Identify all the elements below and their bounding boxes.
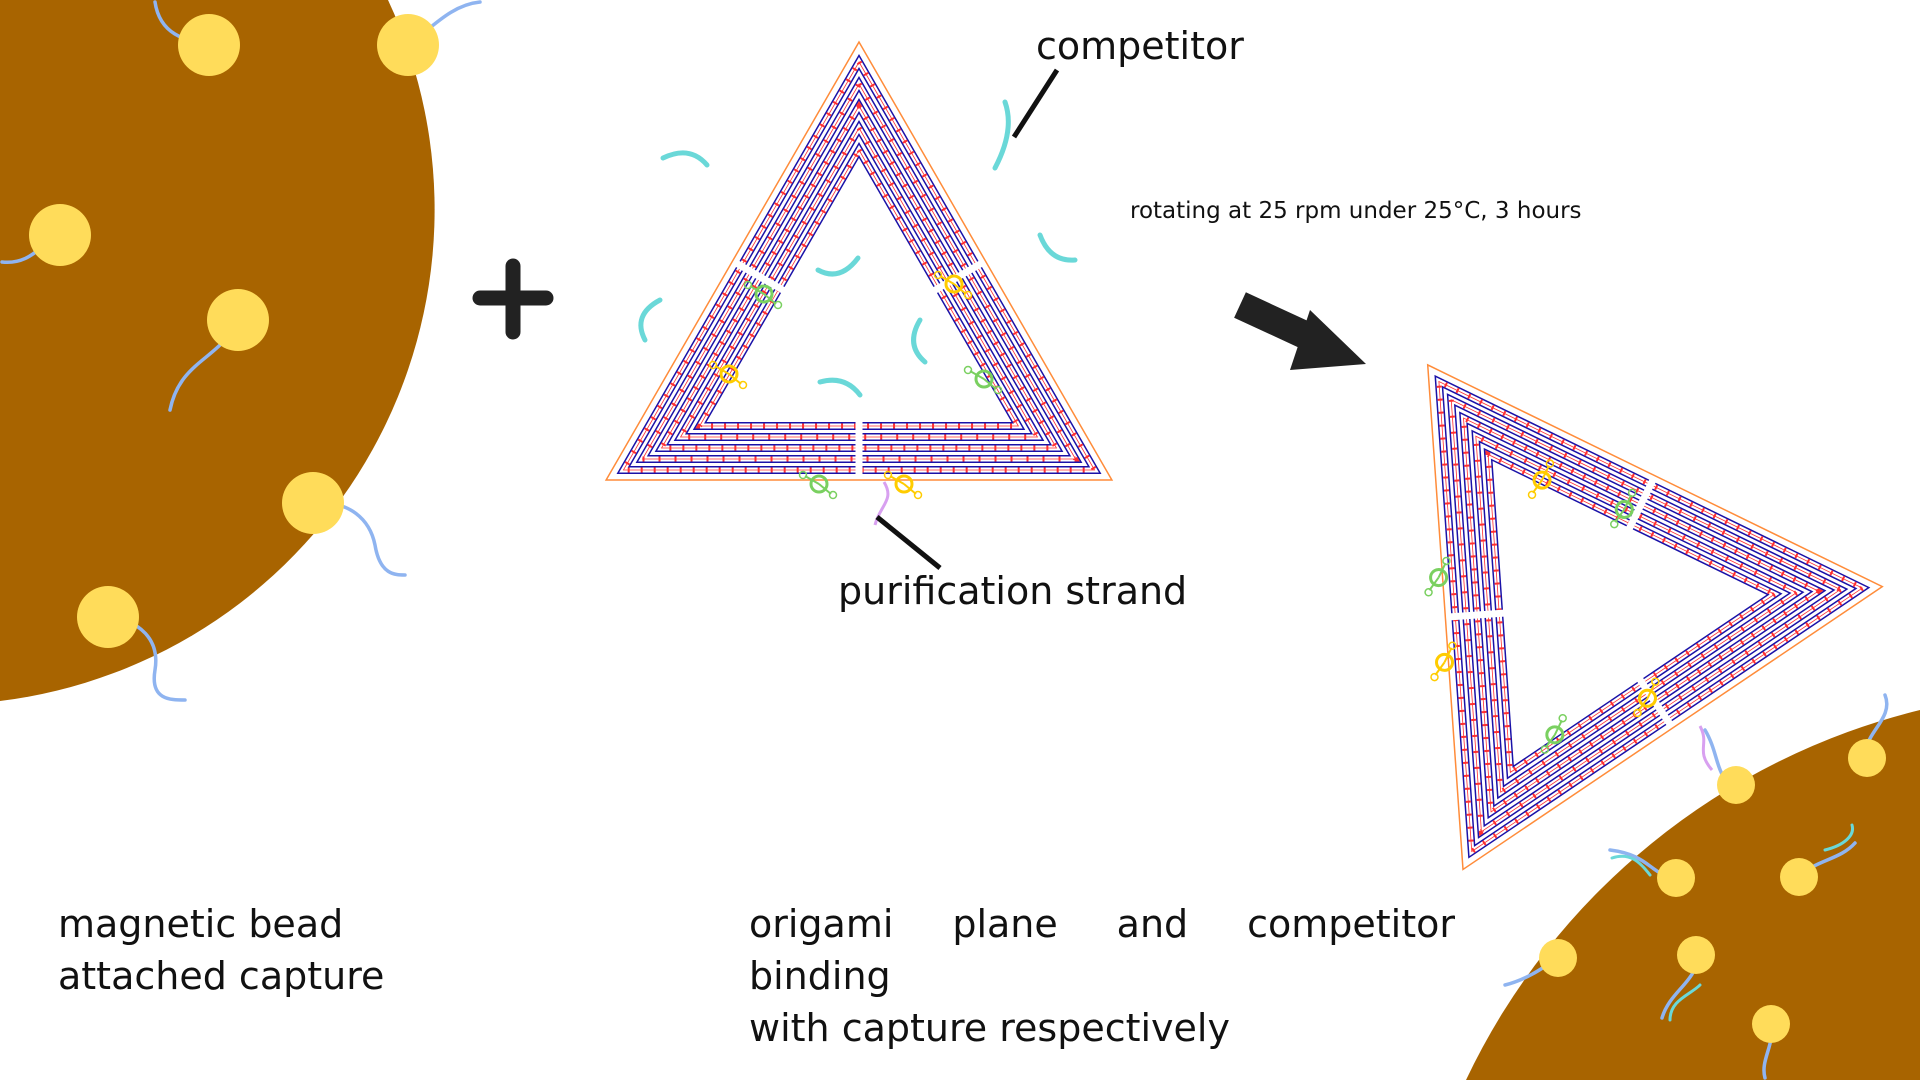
- competitor-strands-bound: [1610, 823, 1855, 1022]
- competitor-pointer-line: [1011, 68, 1060, 139]
- dna-origami-triangle-bound: [1424, 363, 1884, 871]
- aptamer: [1424, 556, 1451, 597]
- aptamer: [1610, 488, 1637, 529]
- origami-outline: [604, 40, 1114, 481]
- capture-dots-right: [1539, 739, 1886, 1043]
- capture-dots-left: [29, 14, 439, 648]
- aptamer: [883, 470, 923, 500]
- condition-label: rotating at 25 rpm under 25°C, 3 hours: [1130, 198, 1582, 224]
- purification-strand-label: purification strand: [838, 569, 1188, 613]
- purification-strand-bound: [1698, 725, 1714, 771]
- aptamer: [1430, 641, 1457, 682]
- magnetic-bead-right: [1466, 710, 1920, 1080]
- aptamer: [933, 270, 973, 300]
- scaffold-helix: [635, 75, 1083, 463]
- aptamer: [708, 360, 748, 390]
- staple-strand: [641, 83, 1077, 460]
- arrow-right-down-icon: [1234, 292, 1366, 370]
- caption-line: attached capture: [58, 954, 385, 998]
- purification-strand: [873, 481, 890, 526]
- caption-line: with capture respectively: [749, 1006, 1230, 1050]
- caption-line: origami plane and competitor binding: [749, 902, 1455, 998]
- aptamer: [1540, 713, 1567, 754]
- origami-seam: [1446, 609, 1512, 621]
- origami-seam: [1622, 475, 1658, 537]
- aptamer: [963, 365, 1003, 395]
- origami-seam: [731, 258, 792, 298]
- magnetic-bead-caption: magnetic bead attached capture: [58, 898, 384, 1002]
- purification-pointer-line: [875, 515, 942, 570]
- helix-fill: [1485, 450, 1780, 777]
- caption-line: magnetic bead: [58, 902, 344, 946]
- staple-crossovers: [1485, 450, 1780, 777]
- aptamer: [1633, 677, 1660, 718]
- aptamer: [798, 470, 838, 500]
- competitor-strands: [638, 99, 1078, 398]
- competitor-label: competitor: [1036, 24, 1244, 68]
- dna-origami-triangle-free: [604, 40, 1114, 500]
- plus-icon: [472, 258, 554, 340]
- aptamer: [743, 280, 783, 310]
- staple-crossovers: [638, 78, 1080, 462]
- scaffold-helix: [1483, 447, 1783, 780]
- origami-outline: [1426, 363, 1884, 871]
- staple-strand: [1487, 453, 1776, 774]
- magnetic-bead-left: [0, 0, 435, 701]
- helix-fill: [638, 78, 1080, 462]
- binding-caption: origami plane and competitor binding wit…: [749, 898, 1455, 1054]
- aptamer: [1527, 459, 1555, 500]
